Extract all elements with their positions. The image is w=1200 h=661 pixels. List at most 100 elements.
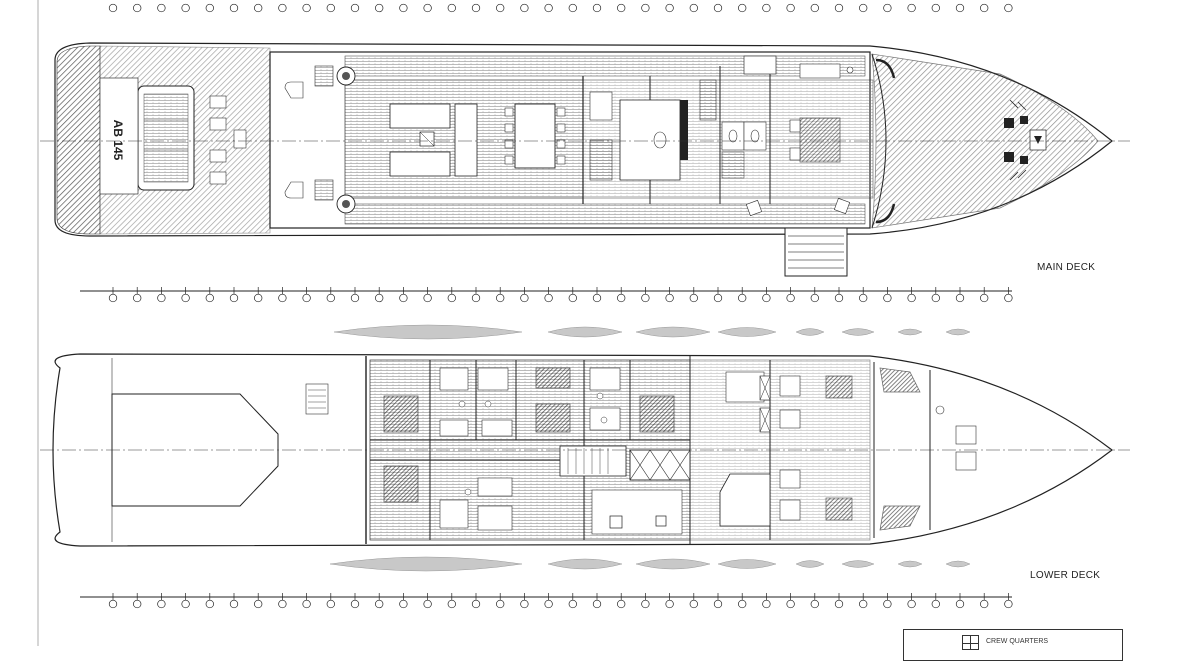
frame-station-marker — [617, 3, 626, 13]
frame-station-marker — [108, 599, 118, 609]
frame-station-marker — [544, 599, 553, 609]
frame-station-marker — [302, 293, 311, 303]
frame-station-marker — [762, 3, 771, 13]
frame-station-marker — [350, 599, 360, 609]
frame-station-marker — [471, 599, 481, 609]
frame-station-marker — [278, 599, 287, 609]
frame-station-marker — [568, 3, 577, 13]
frame-station-marker — [447, 293, 456, 303]
frame-station-marker — [326, 599, 335, 609]
frame-station-marker — [689, 599, 698, 609]
frame-station-marker — [955, 293, 965, 303]
frame-station-marker — [496, 3, 505, 13]
frame-station-marker — [713, 293, 723, 303]
frame-station-marker — [931, 3, 940, 13]
legend-text: CREW QUARTERS — [986, 638, 1049, 645]
frame-stations-bottom — [80, 593, 1013, 609]
frame-station-marker — [738, 3, 747, 13]
frame-station-marker — [205, 3, 214, 13]
frame-station-marker — [907, 599, 916, 609]
frame-station-marker — [834, 599, 844, 609]
frame-station-marker — [520, 293, 529, 303]
frame-station-marker — [326, 3, 335, 13]
frame-station-marker — [399, 599, 408, 609]
frame-station-marker — [229, 599, 239, 609]
frame-station-marker — [447, 599, 456, 609]
frame-station-marker — [544, 293, 553, 303]
frame-station-marker — [859, 599, 868, 609]
frame-station-marker — [592, 3, 602, 13]
frame-station-marker — [254, 599, 263, 609]
frame-station-marker — [738, 599, 747, 609]
frame-station-marker — [133, 293, 142, 303]
frame-station-marker — [689, 293, 698, 303]
frame-station-marker — [592, 293, 602, 303]
master-bed — [799, 117, 841, 163]
frame-station-marker — [762, 599, 771, 609]
frame-station-marker — [592, 599, 602, 609]
frame-station-marker — [108, 3, 118, 13]
frame-station-marker — [496, 293, 505, 303]
frame-station-marker — [834, 293, 844, 303]
frame-station-marker — [278, 3, 287, 13]
frame-station-marker — [1004, 3, 1013, 13]
frame-station-marker — [665, 3, 674, 13]
frame-stations-middle — [80, 287, 1013, 303]
aft-deck-hatch — [56, 45, 101, 235]
frame-station-marker — [980, 3, 989, 13]
frame-station-marker — [641, 599, 650, 609]
frame-station-marker — [568, 599, 577, 609]
frame-station-marker — [205, 599, 214, 609]
frame-station-marker — [786, 599, 795, 609]
frame-station-marker — [810, 293, 819, 303]
legend-box: CREW QUARTERS — [903, 629, 1123, 661]
frame-station-marker — [1004, 293, 1013, 303]
frame-station-marker — [496, 599, 505, 609]
frame-station-marker — [568, 293, 577, 303]
frame-station-marker — [471, 3, 481, 13]
frame-station-marker — [786, 293, 795, 303]
frame-station-marker — [665, 599, 674, 609]
frame-station-marker — [302, 599, 311, 609]
lower-deck-plan — [40, 353, 1130, 547]
frame-station-marker — [399, 3, 408, 13]
frame-station-marker — [641, 3, 650, 13]
frame-station-marker — [423, 293, 432, 303]
frame-station-marker — [641, 293, 650, 303]
frame-station-marker — [423, 3, 432, 13]
frame-station-marker — [254, 3, 263, 13]
frame-station-marker — [907, 3, 916, 13]
frame-station-marker — [955, 599, 965, 609]
dining-table — [514, 103, 556, 169]
frame-station-marker — [980, 599, 989, 609]
crew-bunks — [825, 367, 921, 531]
frame-station-marker — [713, 3, 723, 13]
frame-station-marker — [689, 3, 698, 13]
frame-station-marker — [520, 3, 529, 13]
yacht-deck-plan: AB 145 — [37, 0, 1130, 646]
frame-station-marker — [326, 293, 335, 303]
frame-station-marker — [133, 599, 142, 609]
frame-station-marker — [229, 293, 239, 303]
frame-station-marker — [1004, 599, 1013, 609]
foredeck — [871, 53, 1099, 229]
anchor-windlass — [1004, 116, 1028, 164]
frame-station-marker — [181, 3, 190, 13]
lower-deck-label: LOWER DECK — [1030, 570, 1101, 581]
frame-station-marker — [883, 3, 892, 13]
frame-station-marker — [375, 599, 384, 609]
frame-station-marker — [859, 293, 868, 303]
frame-station-marker — [181, 599, 190, 609]
legend-crew-icon — [962, 635, 980, 650]
frame-station-marker — [907, 293, 916, 303]
frame-station-marker — [447, 3, 456, 13]
frame-station-marker — [423, 599, 432, 609]
frame-station-marker — [350, 3, 360, 13]
frame-station-marker — [205, 293, 214, 303]
frame-station-marker — [229, 3, 239, 13]
frame-station-marker — [738, 293, 747, 303]
frame-station-marker — [665, 293, 674, 303]
hull-windows-lower — [329, 556, 971, 572]
frame-station-marker — [617, 293, 626, 303]
frame-station-marker — [375, 293, 384, 303]
